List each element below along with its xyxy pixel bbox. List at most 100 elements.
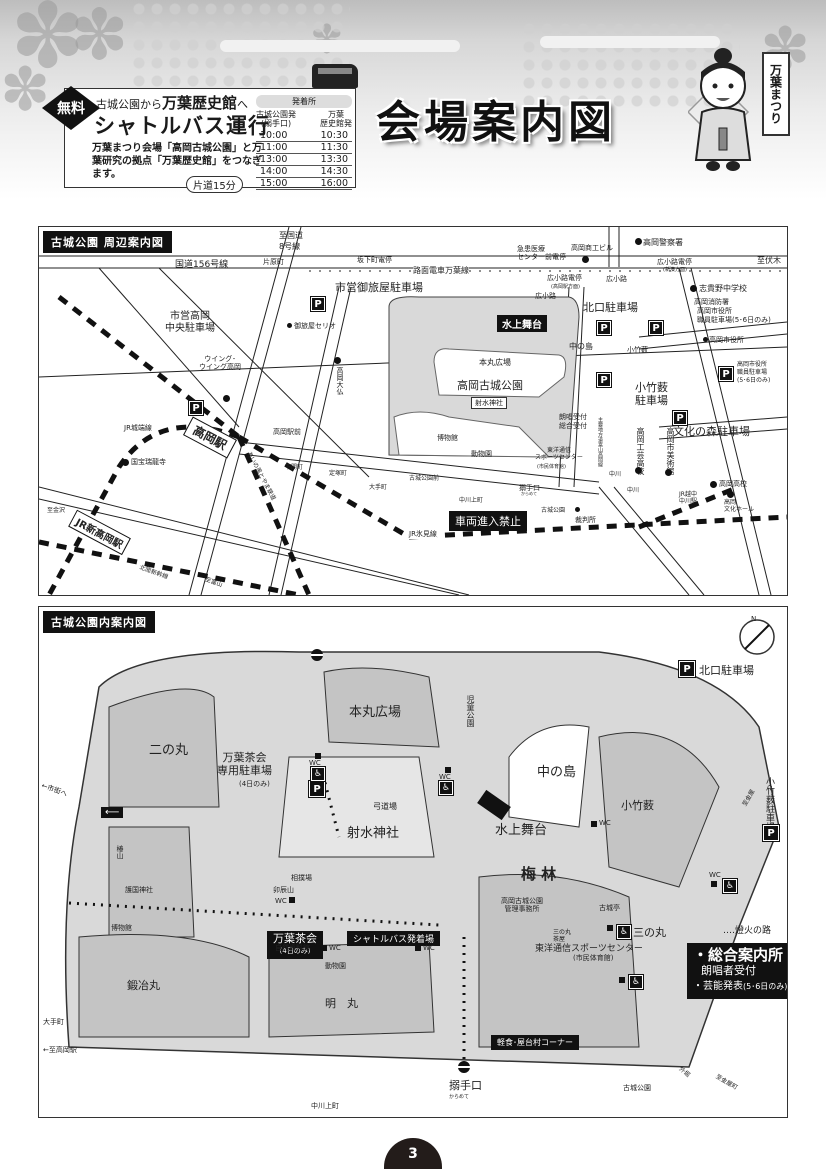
parking-icon: P <box>596 320 612 336</box>
landmark-dot <box>575 507 580 512</box>
label-wc: WC <box>599 819 611 827</box>
label-kotakeyabu-parking: 小竹薮駐車場 <box>764 777 774 831</box>
col-label: 万葉 <box>328 110 344 119</box>
label-suijo-stage: 水上舞台 <box>497 315 547 332</box>
toilet-icon <box>619 977 625 983</box>
label-karamete-ruby: からめて <box>521 491 537 496</box>
festival-banner: 万葉まつり <box>762 52 790 136</box>
label-route156: 国道156号線 <box>175 260 229 270</box>
label-tea-parking: 万葉茶会 専用駐車場 <box>217 751 272 777</box>
label-kojotei: 古城亭 <box>599 904 620 912</box>
area-plum-grove: 梅 林 <box>521 865 557 883</box>
label-shuttle-stop: シャトルバス発着場 <box>347 931 441 946</box>
parking-icon: P <box>188 400 204 416</box>
label-wc: WC <box>709 871 721 879</box>
parking-icon: P <box>718 366 734 382</box>
tea-ceremony-title: 万葉茶会 <box>273 932 317 945</box>
tram-stop-shimoseki: 下関町 <box>285 464 304 471</box>
accessible-toilet-icon: ♿ <box>616 924 632 940</box>
timetable-row: 11:00 11:30 <box>256 142 352 154</box>
landmark-dot <box>727 491 734 498</box>
tram-stop-hirokoji-1: 広小路電停 <box>657 258 692 266</box>
one-way-time: 片道15分 <box>186 176 243 193</box>
label-nakanoshima: 中の島 <box>569 342 593 351</box>
label-central-parking: 市営高岡 中央駐車場 <box>165 311 215 334</box>
shuttle-title: シャトルバス運行 <box>94 114 270 138</box>
toilet-icon <box>321 945 327 951</box>
label-route8: 至国道 8号線 <box>279 231 303 251</box>
shuttle-subtitle: 古城公園から万葉歴史館へ <box>96 92 248 113</box>
label-karamete: 搦手口 <box>519 484 540 492</box>
label-kogei-hs: 高岡工芸高校 <box>636 427 645 475</box>
label-zoo: 動物園 <box>325 962 346 970</box>
label-police: 高岡警察署 <box>643 238 683 247</box>
bus-stop-nakagawa-kami: 中川上町 <box>311 1102 339 1110</box>
label-tram-line: 路面電車万葉線 <box>413 265 469 276</box>
subtitle-suffix: へ <box>237 98 249 111</box>
parking-icon: P <box>678 660 696 678</box>
label-wc: WC <box>423 944 435 952</box>
performance-dates: (5･6日のみ) <box>743 982 788 991</box>
tram-stop-kyukyu: 急患医療 センター前電停 <box>517 245 566 261</box>
landmark-dot <box>334 357 341 364</box>
page-number: 3 <box>384 1138 442 1169</box>
area-suijo-stage: 水上舞台 <box>495 823 548 838</box>
toilet-icon <box>315 753 321 759</box>
tram-stop-ekimae: 高岡駅前 <box>273 428 301 436</box>
label-fire-station: 高岡消防署 <box>694 298 729 306</box>
label-shoko-building: 高岡商工ビル <box>571 244 613 252</box>
accessible-toilet-icon: ♿ <box>628 974 644 990</box>
tram-stop-nakagawa: 中川 <box>627 487 640 494</box>
label-kitaguchi-parking: 北口駐車場 <box>699 664 754 677</box>
column-manyo: 万葉歴史館発 <box>320 110 352 128</box>
info-center-title: ・総合案内所 <box>693 946 784 964</box>
compass-north-label: N <box>751 615 757 623</box>
shuttle-description: 万葉まつり会場「高岡古城公園」と万葉研究の拠点「万葉歴史館」をつなぎます。 <box>92 143 262 180</box>
label-park: 高岡古城公園 <box>457 379 523 392</box>
area-gokoku-shrine: 護国神社 <box>125 886 153 894</box>
label-kotakeyabu-parking: 小竹薮 駐車場 <box>635 381 668 407</box>
subtitle-main: 万葉歴史館 <box>162 94 238 112</box>
mascot-icon <box>688 48 752 171</box>
map1-title: 古城公園 周辺案内図 <box>43 231 172 253</box>
label-daibutsu: 高岡大仏 <box>336 367 344 395</box>
depart-time: 10:00 <box>260 130 288 141</box>
label-zuiryuji: 国宝瑞龍寺 <box>131 458 166 466</box>
label-court: 裁判所 <box>575 516 596 524</box>
bus-stop-nakagawa-kami: 中川上町 <box>459 497 484 504</box>
park-map-shapes <box>64 619 780 1073</box>
accessible-toilet-icon: ♿ <box>438 780 454 796</box>
map2-title: 古城公園内案内図 <box>43 611 155 633</box>
label-toyo-sub: (市民体育館) <box>537 464 566 470</box>
label-imizu-shrine: 射水神社 <box>471 397 507 409</box>
label-fushiki: 至伏木 <box>757 256 781 265</box>
label-shigino: 志貴野中学校 <box>699 284 747 293</box>
bus-stop-kojoen: 古城公園 <box>541 507 566 514</box>
header-banner: ✽ ✽ ✽ ✽ ✽ 無料 古城公園から万葉歴史館へ シャトルバス運行 万葉まつり… <box>0 0 826 200</box>
surrounding-map-roads <box>39 227 787 595</box>
label-karamete: 搦手口 <box>449 1079 482 1092</box>
return-time: 11:30 <box>320 142 348 153</box>
landmark-dot <box>122 459 129 466</box>
one-way-arrow-icon: ⟵ <box>101 807 124 818</box>
toilet-icon <box>289 897 295 903</box>
depart-time: 11:00 <box>260 142 288 153</box>
label-cityhall: 高岡市役所 <box>709 336 744 344</box>
parking-icon: P <box>648 320 664 336</box>
area-honmaru: 本丸広場 <box>349 705 402 720</box>
return-time: 13:30 <box>320 154 348 165</box>
label-wc: WC <box>329 944 341 952</box>
label-art-museum: 高岡市美術館 <box>666 427 675 475</box>
area-ubatsuyama: 卯辰山 <box>273 886 294 894</box>
label-toyo-center: 東洋通信 スポーツセンター <box>535 447 583 461</box>
landmark-dot <box>710 481 717 488</box>
surrounding-area-map: 古城公園 周辺案内図 至国道 8号線 国道156号線 片原町 坂下町電停 路面電… <box>38 226 788 596</box>
area-sumo: 相撲場 <box>291 874 312 882</box>
col-sublabel: 歴史館発 <box>320 119 352 128</box>
label-food-stalls: 軽食･屋台村コーナー <box>491 1035 579 1050</box>
label-to-kanazawa: 至金沢 <box>47 507 66 514</box>
